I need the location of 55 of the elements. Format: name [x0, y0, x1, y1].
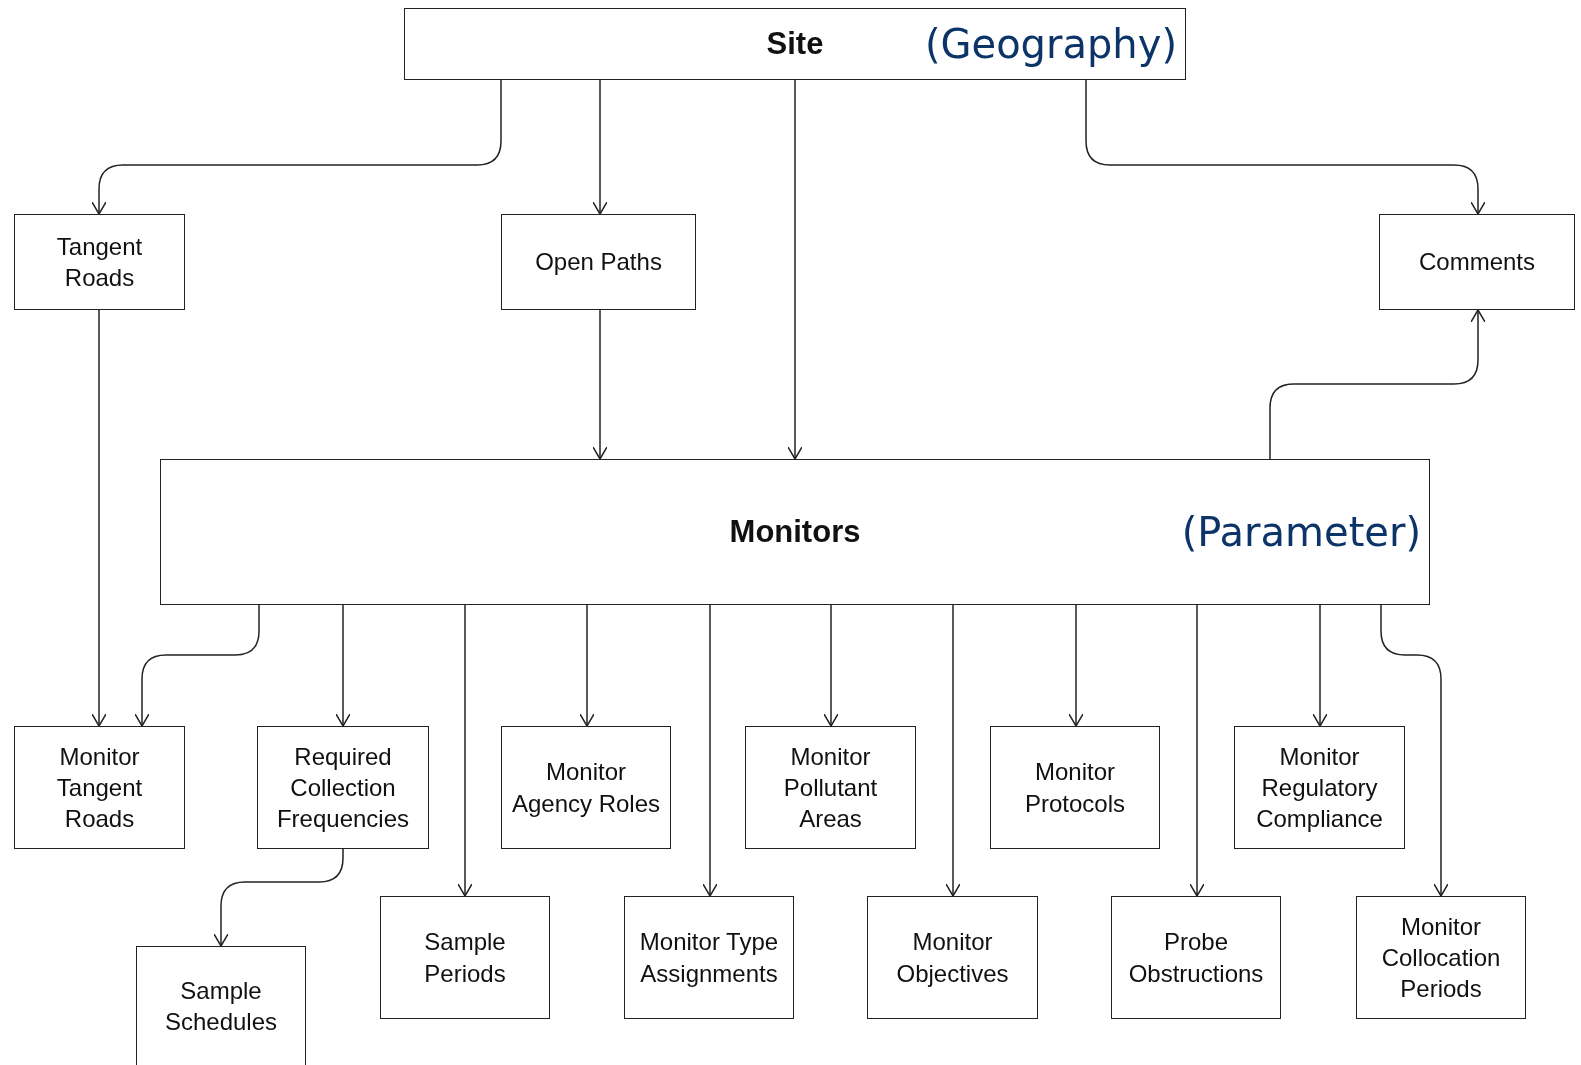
- arrow: [1380, 604, 1449, 897]
- arrow: [1312, 604, 1328, 727]
- entity-box: [1379, 214, 1575, 310]
- arrow: [1068, 604, 1084, 727]
- entity-box: [160, 459, 1430, 605]
- arrow: [823, 604, 839, 727]
- annotation: (Parameter): [1181, 509, 1421, 555]
- entity-name: Monitor Regulatory Compliance: [1255, 741, 1384, 835]
- entity-name: Monitor Tangent Roads: [55, 741, 144, 835]
- entity-box: [257, 726, 429, 849]
- entity-box: [404, 8, 1186, 80]
- entity-name: Sample Periods: [423, 927, 507, 989]
- arrow: [457, 604, 473, 897]
- entity-box: [14, 214, 185, 310]
- entity-name: Site: [765, 24, 825, 63]
- arrow: [592, 79, 608, 215]
- arrow: [702, 604, 718, 897]
- entity-box: [1356, 896, 1526, 1019]
- entity-name: Monitor Protocols: [1023, 757, 1126, 819]
- entity-box: [624, 896, 794, 1019]
- entity-name: Tangent Roads: [55, 231, 144, 293]
- arrow: [945, 604, 961, 897]
- entity-box: [136, 946, 306, 1065]
- entity-name: Monitor Pollutant Areas: [782, 741, 879, 835]
- annotation: (Geography): [924, 21, 1177, 67]
- entity-name: Required Collection Frequencies: [275, 741, 411, 835]
- entity-name: Open Paths: [534, 247, 663, 278]
- entity-box: [990, 726, 1160, 849]
- entity-box: [501, 214, 696, 310]
- arrow: [1085, 79, 1486, 215]
- entity-box: [1111, 896, 1281, 1019]
- arrow: [787, 79, 803, 460]
- arrow: [335, 604, 351, 727]
- entity-box: [867, 896, 1038, 1019]
- arrow: [1269, 309, 1486, 460]
- arrow: [91, 79, 502, 215]
- entity-name: Monitor Objectives: [895, 927, 1010, 989]
- entity-name: Monitor Agency Roles: [510, 757, 662, 819]
- arrow: [592, 309, 608, 460]
- entity-name: Monitors: [728, 512, 862, 551]
- entity-name: Monitor Type Assignments: [638, 927, 780, 989]
- arrow: [134, 604, 260, 727]
- arrow: [1189, 604, 1205, 897]
- arrow: [91, 309, 107, 727]
- entity-box: [501, 726, 671, 849]
- arrow: [579, 604, 595, 727]
- entity-name: Sample Schedules: [163, 975, 279, 1037]
- arrow: [213, 848, 344, 947]
- entity-box: [745, 726, 916, 849]
- entity-name: Probe Obstructions: [1127, 927, 1265, 989]
- entity-box: [1234, 726, 1405, 849]
- entity-name: Comments: [1418, 247, 1536, 278]
- entity-box: [380, 896, 550, 1019]
- entity-box: [14, 726, 185, 849]
- entity-name: Monitor Collocation Periods: [1380, 911, 1502, 1005]
